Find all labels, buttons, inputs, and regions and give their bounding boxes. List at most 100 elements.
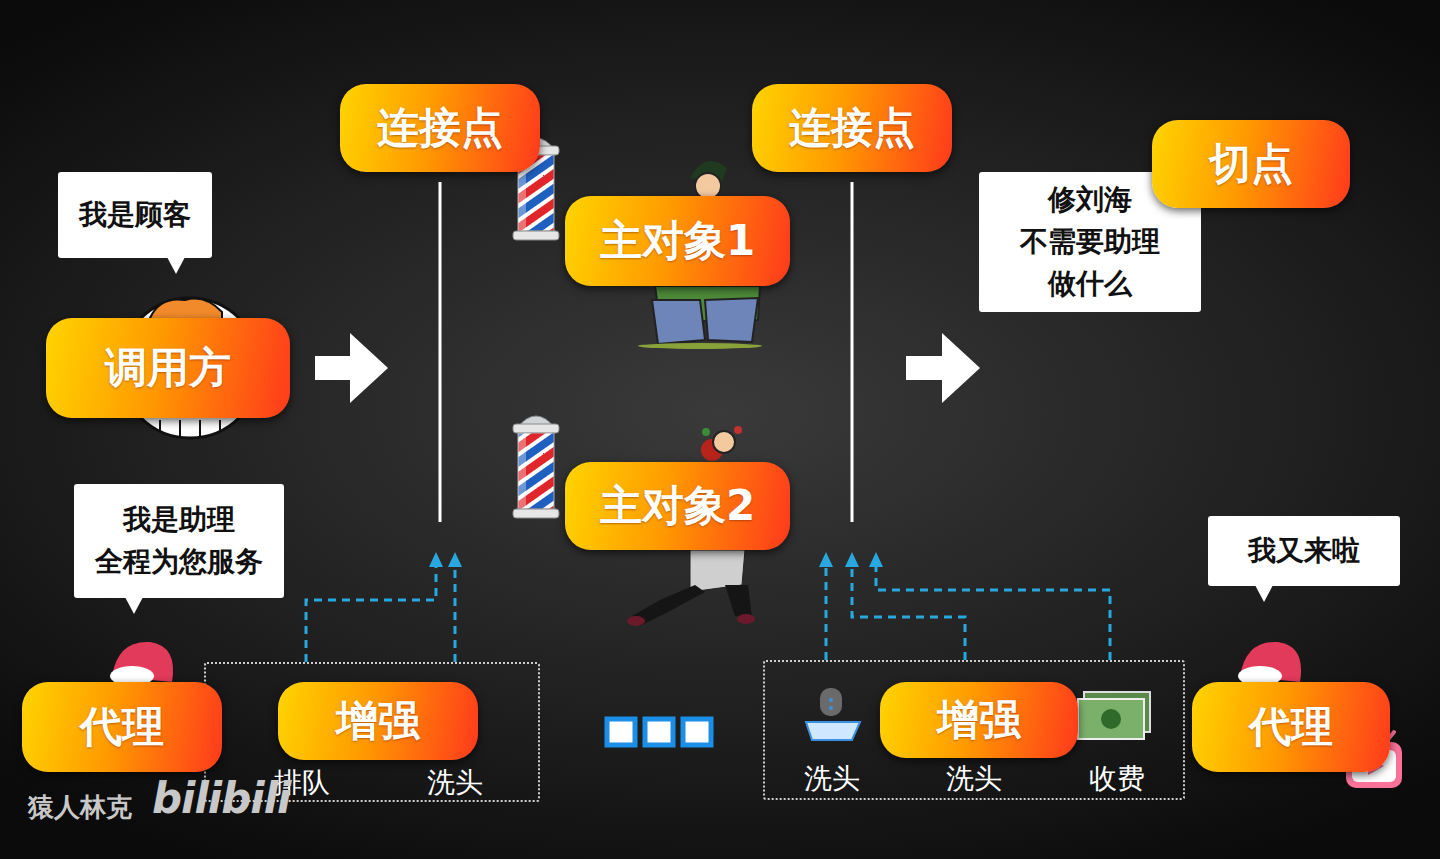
assistant-head: [110, 666, 154, 686]
box-title: 连接点: [377, 100, 503, 156]
box-title: 代理: [80, 699, 164, 755]
watermark-author: 猿人林克: [28, 790, 132, 825]
shower-icon: [829, 706, 833, 710]
bubble-tail: [1255, 585, 1273, 602]
customer-face: [160, 420, 220, 436]
dashed-arrow-line: [454, 567, 457, 662]
dotted-group-box: 排队 洗头增强: [204, 662, 540, 802]
assistant-head: [110, 642, 173, 686]
woman-figure: [627, 426, 755, 626]
box-title: 主对象1: [600, 213, 755, 269]
speech-bubble: 我是顾客: [58, 172, 212, 258]
dashed-arrow-line: [852, 567, 965, 660]
dashed-arrow-line: [306, 567, 436, 662]
woman-figure: [627, 616, 645, 626]
joinpoint-line: [439, 182, 442, 522]
bubble-text: 我是顾客: [79, 194, 191, 236]
watermark-logo: bilibili: [152, 774, 291, 823]
barber-pole: [518, 155, 526, 231]
arrow-head: [869, 552, 883, 567]
video-site-icon: [1346, 732, 1402, 788]
step-label: 洗头: [804, 760, 860, 798]
speech-bubble: 我是助理 全程为您服务: [74, 484, 284, 598]
enhance-connector: [819, 182, 1110, 660]
orange-pill-box: 主对象2: [565, 462, 790, 550]
orange-pill-box: 代理: [22, 682, 222, 772]
box-title: 切点: [1209, 136, 1293, 192]
joinpoint-line: [851, 182, 854, 522]
orange-pill-box: 切点: [1152, 120, 1350, 208]
customer-face: [120, 298, 260, 438]
woman-figure: [713, 431, 735, 453]
box-title: 代理: [1249, 699, 1333, 755]
ellipsis-squares: [683, 719, 711, 745]
block-arrow: [315, 333, 388, 403]
orange-pill-box: 调用方: [46, 318, 290, 418]
block-arrow: [906, 333, 980, 403]
orange-pill-box: 主对象1: [565, 196, 790, 286]
woman-figure: [734, 426, 742, 434]
ellipsis-squares: [645, 719, 673, 745]
step-label: 收费: [1089, 760, 1145, 798]
dashed-arrow-line: [876, 567, 1110, 660]
orange-pill-box: 连接点: [340, 84, 540, 172]
ellipsis-squares: [607, 719, 635, 745]
barber-pole: [513, 138, 559, 240]
barber-pole: [513, 424, 559, 433]
customer-face: [150, 299, 222, 327]
ellipsis-squares: [607, 719, 711, 745]
money-icon: [1078, 699, 1144, 739]
dashed-arrow-line: [825, 567, 828, 660]
barber-pole: [518, 155, 554, 231]
box-title: 增强: [937, 692, 1021, 748]
box-title: 主对象2: [600, 478, 755, 534]
bubble-text: 修刘海 不需要助理 做什么: [993, 179, 1187, 305]
shower-icon: [806, 688, 860, 740]
assistant-head: [1238, 642, 1301, 686]
dotted-group-box: 洗头 洗头 收费 增强: [763, 660, 1185, 800]
barber-pole: [513, 146, 559, 155]
arrow-head: [429, 552, 443, 567]
money-icon: [1101, 709, 1121, 729]
enhance-connector: [306, 182, 462, 662]
bubble-text: 我是助理 全程为您服务: [88, 499, 270, 583]
step-label: 洗头: [427, 764, 483, 802]
man-figure: [705, 298, 758, 342]
arrow-head: [819, 552, 833, 567]
bubble-tail: [167, 257, 185, 274]
barber-pole: [513, 231, 559, 240]
speech-bubble: 修刘海 不需要助理 做什么: [979, 172, 1201, 312]
box-title: 连接点: [789, 100, 915, 156]
man-figure: [638, 343, 762, 349]
barber-pole: [513, 509, 559, 518]
orange-pill-box: 增强: [880, 682, 1078, 758]
man-figure: [638, 161, 762, 349]
arrow-head: [448, 552, 462, 567]
shower-icon: [820, 688, 842, 716]
bubble-tail: [125, 597, 143, 614]
orange-pill-box: 代理: [1192, 682, 1390, 772]
box-title: 调用方: [105, 340, 231, 396]
speech-bubble: 我又来啦: [1208, 516, 1400, 586]
barber-pole: [518, 433, 526, 509]
money-icon: [1078, 692, 1150, 739]
man-figure: [695, 173, 721, 199]
barber-pole: [518, 433, 554, 509]
box-title: 增强: [336, 693, 420, 749]
video-site-icon: [1346, 742, 1402, 788]
video-site-icon: [1368, 757, 1384, 775]
barber-pole: [513, 416, 559, 518]
video-site-icon: [1354, 732, 1394, 742]
man-figure: [652, 300, 705, 344]
woman-figure: [702, 428, 710, 436]
block-arrow: [315, 333, 980, 403]
woman-figure: [737, 614, 755, 624]
step-label: 洗头: [946, 760, 1002, 798]
bubble-text: 我又来啦: [1248, 530, 1360, 572]
orange-pill-box: 增强: [278, 682, 478, 760]
step-label: 排队: [274, 764, 330, 802]
woman-figure: [725, 585, 752, 618]
